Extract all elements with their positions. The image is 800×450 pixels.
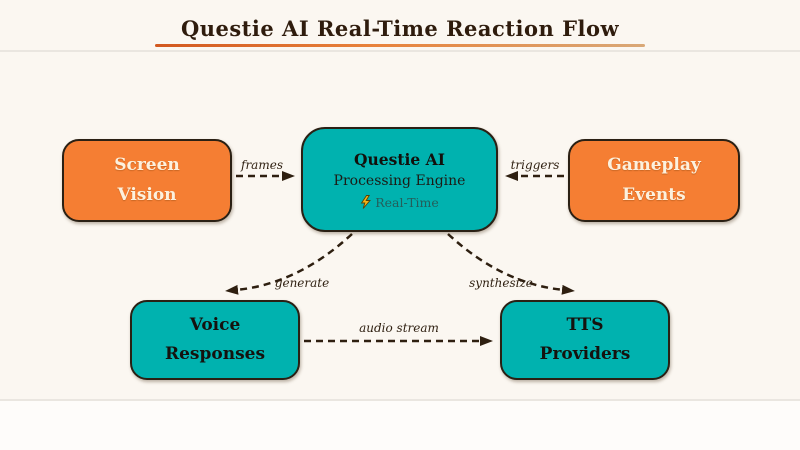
edge-label-generate: generate (274, 276, 330, 290)
top-divider (0, 50, 800, 52)
node-gameplay-events: Gameplay Events (568, 139, 740, 222)
bottom-divider (0, 399, 800, 401)
node-tts-providers: TTS Providers (500, 300, 670, 380)
node-screen-vision-label: Screen Vision (114, 155, 180, 205)
node-questie-ai-title: Questie AI (354, 149, 445, 169)
node-voice-responses: Voice Responses (130, 300, 300, 380)
lightning-icon (360, 195, 372, 209)
edge-label-frames: frames (241, 158, 283, 172)
edge-label-synthesize: synthesize (469, 276, 533, 290)
node-voice-responses-label: Voice Responses (164, 314, 266, 364)
node-gameplay-events-label: Gameplay Events (607, 155, 701, 205)
edge-label-audio-stream: audio stream (359, 321, 439, 335)
realtime-badge: Real-Time (360, 195, 439, 210)
node-questie-ai: Questie AI Processing Engine Real-Time (301, 127, 498, 232)
bottom-strip (0, 401, 800, 450)
node-tts-providers-label: TTS Providers (539, 314, 631, 364)
realtime-badge-label: Real-Time (375, 194, 439, 210)
node-questie-ai-subtitle: Processing Engine (333, 172, 466, 189)
title-underline (155, 44, 645, 47)
node-screen-vision: Screen Vision (62, 139, 232, 222)
page-title: Questie AI Real-Time Reaction Flow (180, 16, 620, 41)
edge-label-triggers: triggers (510, 158, 560, 172)
